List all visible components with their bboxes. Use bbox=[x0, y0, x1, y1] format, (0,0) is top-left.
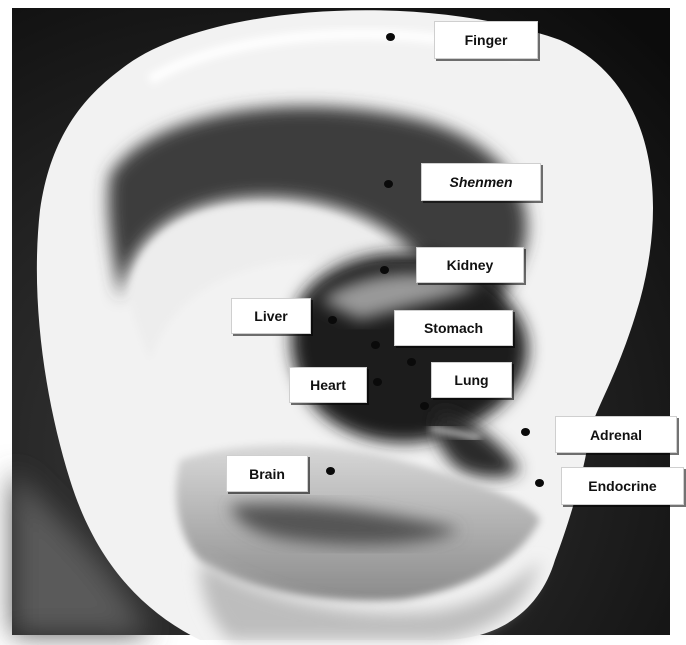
endocrine-point-marker bbox=[535, 479, 544, 487]
label-brain: Brain bbox=[226, 455, 308, 492]
kidney-point-marker bbox=[380, 266, 389, 274]
label-liver: Liver bbox=[231, 298, 311, 334]
adrenal-point-marker bbox=[521, 428, 530, 436]
liver-point-marker bbox=[328, 316, 337, 324]
stomach-point-marker bbox=[371, 341, 380, 349]
label-shenmen: Shenmen bbox=[421, 163, 541, 201]
label-finger: Finger bbox=[434, 21, 538, 59]
label-lung: Lung bbox=[431, 362, 512, 398]
label-heart: Heart bbox=[289, 367, 367, 403]
brain-point-marker bbox=[326, 467, 335, 475]
label-endocrine: Endocrine bbox=[561, 467, 684, 505]
label-kidney: Kidney bbox=[416, 247, 524, 283]
finger-point-marker bbox=[386, 33, 395, 41]
lung-point-marker bbox=[407, 358, 416, 366]
label-stomach: Stomach bbox=[394, 310, 513, 346]
shenmen-point-marker bbox=[384, 180, 393, 188]
heart-point-marker bbox=[373, 378, 382, 386]
lung-lower-point-marker bbox=[420, 402, 429, 410]
label-adrenal: Adrenal bbox=[555, 416, 677, 453]
